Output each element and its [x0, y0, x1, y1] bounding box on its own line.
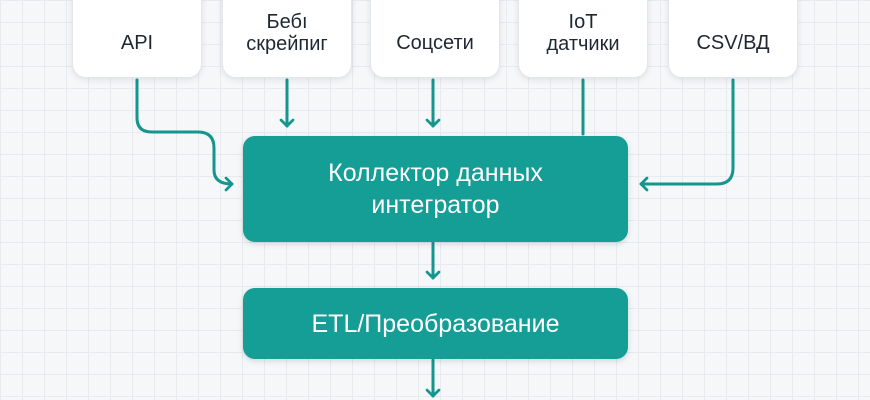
- source-label-social: Соцсети: [396, 32, 474, 54]
- source-label-api: API: [120, 32, 154, 54]
- database-icon: [701, 0, 765, 5]
- api-icon: [99, 0, 175, 5]
- collector-box: Коллектор данных интегратор: [243, 136, 628, 242]
- source-card-social: Соцсети: [370, 0, 500, 78]
- arrow-api-to-collector: [135, 78, 234, 192]
- source-card-web-scraping: Бебı скрейпиг: [222, 0, 352, 78]
- source-card-api: API: [72, 0, 202, 78]
- source-card-csv: CSV/ВД: [668, 0, 798, 78]
- social-icon: [403, 0, 467, 3]
- source-label-iot: IoT датчики: [546, 11, 620, 55]
- source-label-csv: CSV/ВД: [696, 32, 770, 54]
- etl-box: ETL/Преобразование: [243, 288, 628, 359]
- source-label-web-scraping: Бебı скрейпиг: [246, 11, 328, 55]
- web-scraper-icon: [257, 0, 317, 3]
- source-card-iot: IoT датчики: [518, 0, 648, 78]
- arrow-csv-to-collector: [639, 78, 735, 192]
- iot-sensor-icon: [551, 0, 615, 3]
